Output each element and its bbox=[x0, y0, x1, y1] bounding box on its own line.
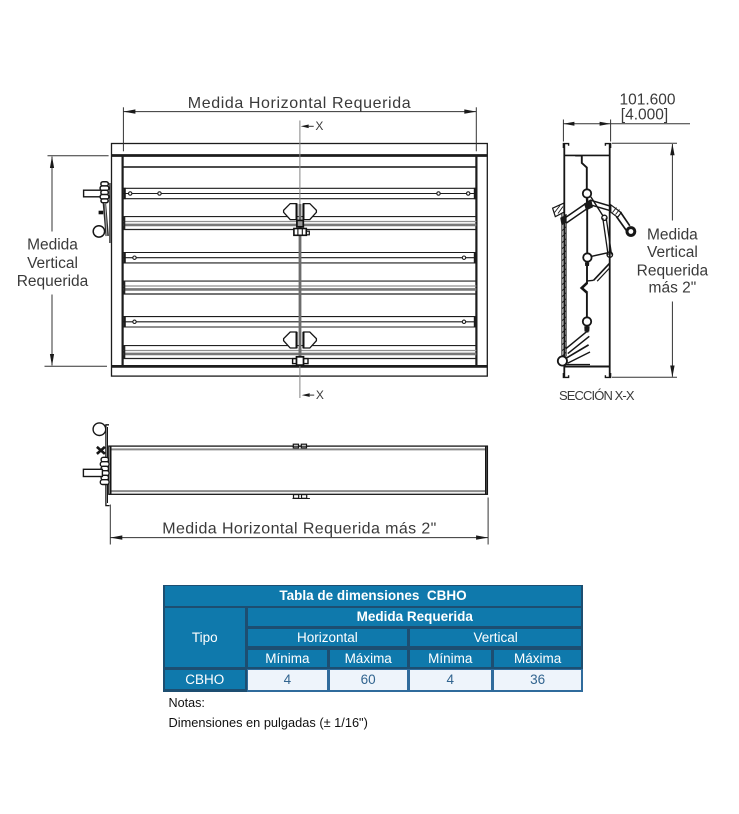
svg-text:Vertical: Vertical bbox=[647, 244, 698, 261]
svg-text:Requerida: Requerida bbox=[637, 263, 709, 280]
svg-text:Medida: Medida bbox=[647, 227, 698, 244]
svg-text:101.600: 101.600 bbox=[619, 91, 675, 108]
svg-text:más 2": más 2" bbox=[649, 279, 697, 296]
svg-text:[4.000]: [4.000] bbox=[621, 106, 668, 123]
svg-text:SECCIÓN X-X: SECCIÓN X-X bbox=[559, 388, 635, 403]
svg-text:Vertical: Vertical bbox=[27, 255, 78, 272]
svg-text:Requerida: Requerida bbox=[17, 273, 89, 290]
svg-text:X: X bbox=[316, 388, 324, 402]
svg-text:Medida Horizontal Requerida má: Medida Horizontal Requerida más 2" bbox=[162, 520, 437, 537]
svg-text:X: X bbox=[315, 119, 323, 133]
svg-text:Medida Horizontal Requerida: Medida Horizontal Requerida bbox=[188, 95, 411, 112]
svg-text:Medida: Medida bbox=[27, 237, 78, 254]
